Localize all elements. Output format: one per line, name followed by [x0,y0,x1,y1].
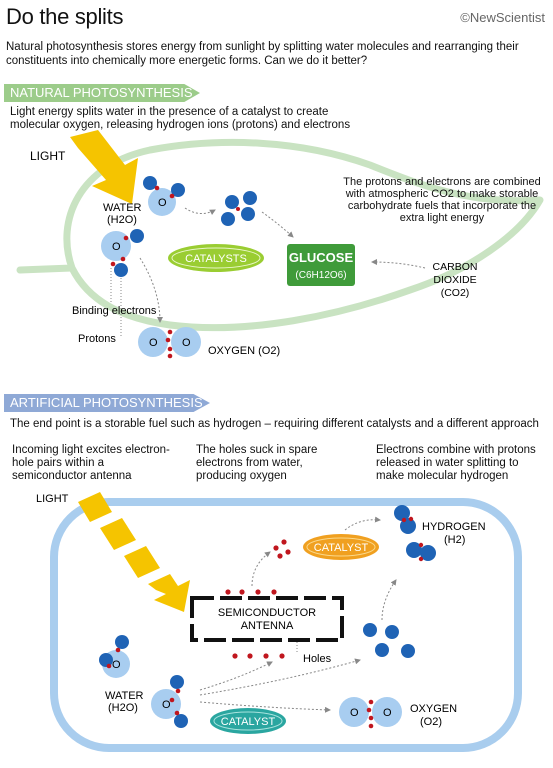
electrons-top [225,589,277,595]
h2-label: (H2) [444,534,465,546]
light-label-artificial: LIGHT [36,493,69,505]
antenna-label-2: ANTENNA [241,620,294,632]
natural-subtitle: Light energy splits water in the presenc… [10,106,351,131]
oxygen-atom-label: O [149,337,158,349]
o2-label-artificial: (O2) [420,716,442,728]
electrons-moving [273,539,291,559]
oxygen-molecule-artificial: O O [339,697,402,729]
oxygen-atom-label: O [112,241,121,253]
holes-label: Holes [303,653,332,665]
oxygen-atom-label: O [158,197,167,209]
page-title: Do the splits [6,4,124,29]
dioxide-label: DIOXIDE [433,274,476,286]
hydrogen-label: HYDROGEN [422,521,486,533]
combine-note: The protons and electrons are combined w… [343,176,541,224]
water-molecule-1: O [143,176,185,216]
water-label-artificial: WATER [105,690,144,702]
step3-text: Electrons combine with protons released … [376,444,536,482]
glucose-formula: (C6H12O6) [295,270,346,281]
leaf-outline [16,138,544,332]
oxygen-atom-label: O [182,337,191,349]
light-label: LIGHT [30,149,66,163]
protons [363,623,415,658]
oxygen-atom-label: O [112,659,121,671]
oxygen-atom-label: O [383,707,392,719]
water-label: WATER [103,202,142,214]
water-molecule-2: O [101,229,144,277]
co2-label: (CO2) [441,287,470,299]
semiconductor-antenna [190,596,344,642]
catalyst-label-teal: CATALYST [221,716,276,728]
hydrogen-molecule-2 [406,542,436,562]
water-formula-artificial: (H2O) [108,702,138,714]
oxygen-label: OXYGEN (O2) [208,345,280,357]
hydrogen-ions [221,191,257,226]
carbon-label: CARBON [433,261,478,273]
binding-electrons-label: Binding electrons [72,305,157,317]
water-formula: (H2O) [107,214,137,226]
light-arrow [70,130,138,204]
oxygen-label-artificial: OXYGEN [410,703,457,715]
protons-label: Protons [78,333,116,345]
light-arrow-artificial [78,492,190,612]
holes-bottom [232,653,285,659]
water-molecule-3: O [99,635,130,678]
cell-outline [50,498,522,752]
artificial-banner: ARTIFICIAL PHOTOSYNTHESIS [4,394,210,412]
natural-banner: NATURAL PHOTOSYNTHESIS [4,84,200,102]
water-molecule-4: O [151,675,188,728]
oxygen-atom-label: O [350,707,359,719]
step2-text: The holes suck in spare electrons from w… [196,444,318,482]
hydrogen-molecule-1 [394,505,416,534]
oxygen-molecule-natural: O O [138,327,201,359]
antenna-label-1: SEMICONDUCTOR [218,607,316,619]
step1-text: Incoming light excites electron-hole pai… [12,444,170,482]
oxygen-atom-label: O [162,699,171,711]
catalyst-label-orange: CATALYST [314,542,369,554]
catalysts-label: CATALYSTS [185,253,247,265]
intro-text: Natural photosynthesis stores energy fro… [6,41,519,67]
brand-logo: ©NewScientist [460,10,545,25]
artificial-subtitle: The end point is a storable fuel such as… [10,418,539,430]
glucose-label: GLUCOSE [289,250,354,265]
